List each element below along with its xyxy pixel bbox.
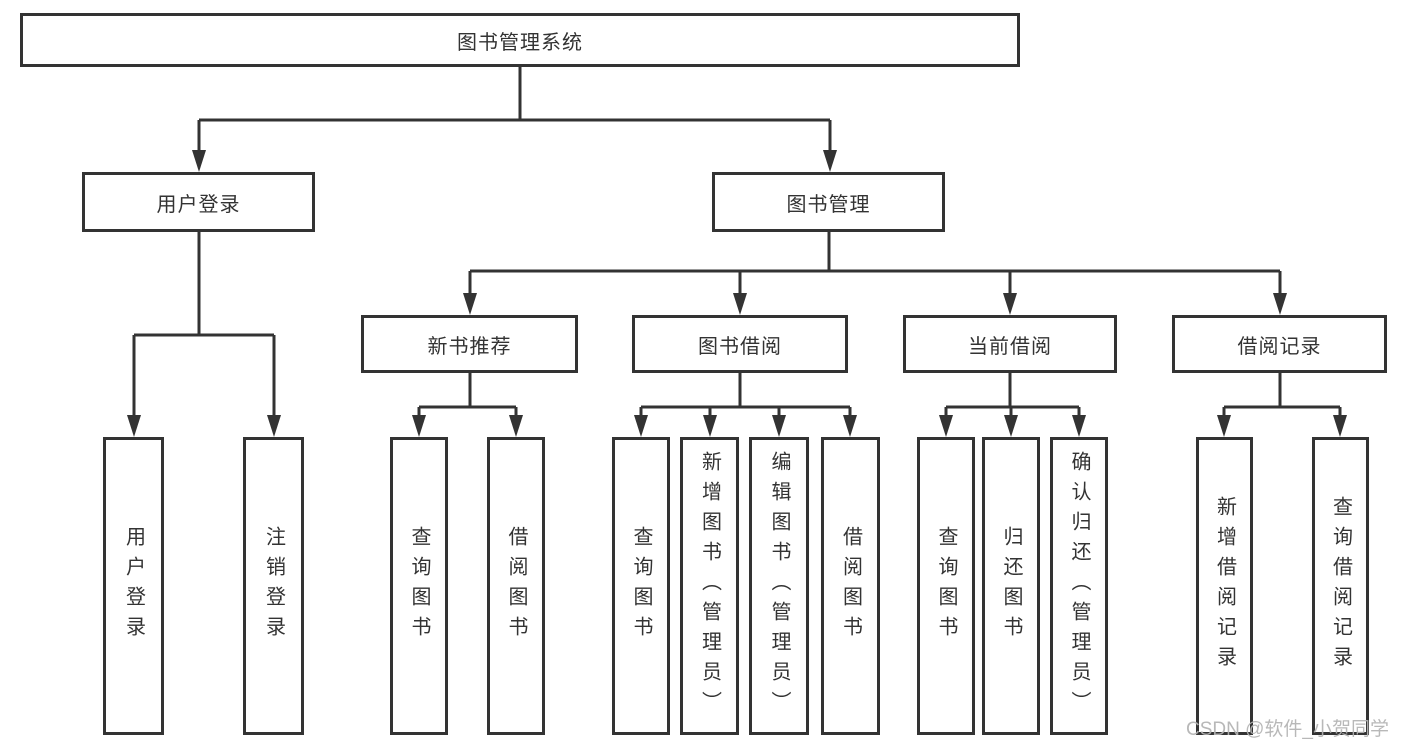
node-label: 用户登录: [122, 526, 145, 646]
node-label: 当前借阅: [968, 335, 1052, 358]
leaf-record-query-borrow-record: 查询借阅记录: [1312, 437, 1369, 735]
leaf-borrow-edit-books-admin: 编辑图书（管理员）: [749, 437, 809, 735]
connector-current-borrow-children: [939, 373, 1086, 437]
leaf-recommend-query-books: 查询图书: [390, 437, 448, 735]
leaf-user-login-action: 用户登录: [103, 437, 164, 735]
node-user-login: 用户登录: [82, 172, 315, 232]
node-label: 图书管理: [786, 193, 871, 216]
node-label: 借阅记录: [1237, 335, 1322, 358]
node-label: 新增图书（管理员）: [698, 451, 721, 721]
node-label: 图书借阅: [698, 335, 782, 358]
node-label: 新书推荐: [427, 335, 512, 358]
connector-book-borrow-children: [634, 373, 857, 437]
node-label: 查询借阅记录: [1329, 496, 1352, 676]
leaf-borrow-query-books: 查询图书: [612, 437, 670, 735]
node-current-borrow: 当前借阅: [903, 315, 1117, 373]
node-label: 归还图书: [1000, 526, 1022, 646]
node-label: 注销登录: [262, 526, 285, 646]
node-label: 图书管理系统: [457, 31, 583, 54]
connector-root-to-level2: [192, 67, 837, 172]
connector-borrow-record-children: [1217, 373, 1347, 437]
node-borrow-record: 借阅记录: [1172, 315, 1387, 373]
node-label: 借阅图书: [505, 526, 527, 646]
leaf-current-return-books: 归还图书: [982, 437, 1040, 735]
leaf-current-confirm-return-admin: 确认归还（管理员）: [1050, 437, 1108, 735]
node-label: 编辑图书（管理员）: [768, 451, 790, 721]
node-book-management: 图书管理: [712, 172, 945, 232]
node-label: 查询图书: [630, 526, 652, 646]
node-label: 查询图书: [408, 526, 430, 646]
csdn-watermark: CSDN @软件_小贺同学: [1186, 719, 1389, 740]
node-label: 确认归还（管理员）: [1068, 451, 1090, 721]
leaf-borrow-borrow-books: 借阅图书: [821, 437, 880, 735]
leaf-borrow-add-books-admin: 新增图书（管理员）: [680, 437, 739, 735]
node-label: 借阅图书: [839, 526, 862, 646]
node-library-management-system: 图书管理系统: [20, 13, 1020, 67]
leaf-record-add-borrow-record: 新增借阅记录: [1196, 437, 1253, 735]
node-new-book-recommend: 新书推荐: [361, 315, 578, 373]
leaf-recommend-borrow-books: 借阅图书: [487, 437, 545, 735]
node-label: 查询图书: [935, 526, 957, 646]
node-label: 用户登录: [156, 193, 241, 216]
leaf-logout: 注销登录: [243, 437, 304, 735]
connector-user-login-children: [127, 232, 281, 437]
node-label: 新增借阅记录: [1213, 496, 1236, 676]
leaf-current-query-books: 查询图书: [917, 437, 975, 735]
connector-book-management-children: [463, 232, 1287, 315]
connector-new-book-recommend-children: [412, 373, 523, 437]
node-book-borrow: 图书借阅: [632, 315, 848, 373]
